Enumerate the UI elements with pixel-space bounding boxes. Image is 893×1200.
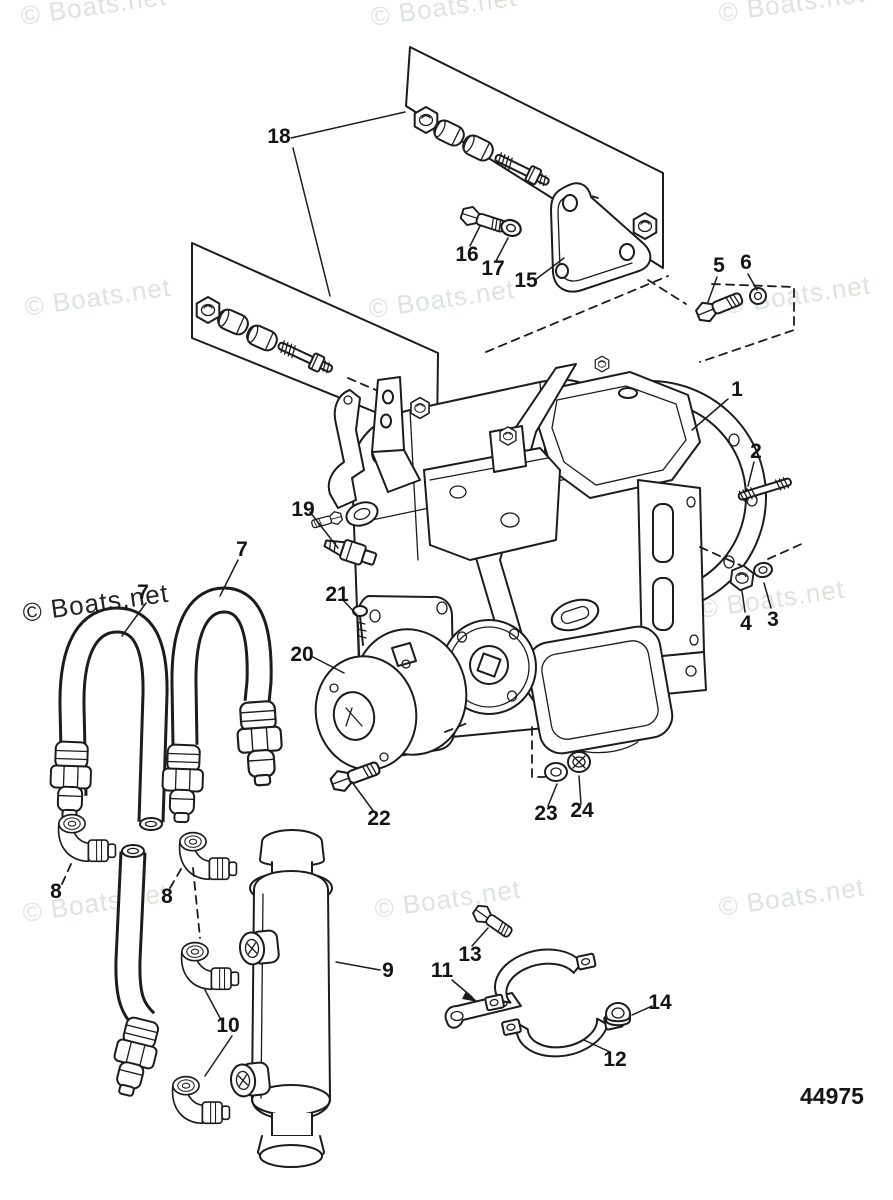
watermark: © Boats.net bbox=[369, 0, 519, 32]
washer-6 bbox=[749, 287, 767, 305]
part-callout-19: 19 bbox=[291, 498, 314, 521]
watermark: © Boats.net bbox=[19, 0, 169, 31]
part-callout-11: 11 bbox=[431, 959, 454, 982]
part-callout-1: 1 bbox=[731, 378, 743, 401]
bolt-5 bbox=[693, 287, 746, 326]
bolt-16 bbox=[458, 203, 509, 238]
elbow-10-upper bbox=[180, 941, 240, 991]
nut-14 bbox=[605, 1002, 631, 1027]
nut-24 bbox=[567, 751, 591, 773]
part-callout-23: 23 bbox=[534, 802, 557, 825]
part-callout-8: 8 bbox=[161, 885, 173, 908]
coupling-20 bbox=[314, 628, 468, 771]
part-callout-8: 8 bbox=[50, 880, 62, 903]
leader-lines bbox=[121, 111, 772, 1077]
watermark: © Boats.net bbox=[23, 272, 173, 322]
part-callout-22: 22 bbox=[367, 807, 390, 830]
part-callout-15: 15 bbox=[514, 269, 538, 292]
elbow-10-lower bbox=[171, 1075, 231, 1125]
drain-boss bbox=[550, 598, 600, 632]
part-callout-18: 18 bbox=[267, 125, 291, 148]
part-callout-24: 24 bbox=[570, 799, 594, 822]
part-callout-12: 12 bbox=[603, 1048, 626, 1071]
part-callout-4: 4 bbox=[740, 612, 752, 635]
watermark: © Boats.net bbox=[21, 878, 171, 928]
part-callout-6: 6 bbox=[740, 251, 752, 274]
watermark: © Boats.net bbox=[723, 270, 873, 320]
watermark: © Boats.net bbox=[717, 0, 867, 28]
hose-long bbox=[104, 844, 165, 1101]
washer-3 bbox=[751, 560, 775, 580]
drawing-number: 44975 bbox=[800, 1083, 864, 1109]
clamp-upper bbox=[484, 948, 597, 1012]
shift-bracket bbox=[371, 376, 430, 493]
hose-7-left bbox=[48, 606, 169, 831]
part-callout-21: 21 bbox=[325, 583, 349, 606]
oil-cooler-9 bbox=[228, 829, 333, 1168]
part-callout-14: 14 bbox=[648, 991, 672, 1014]
part-callout-20: 20 bbox=[290, 643, 313, 666]
watermark: © Boats.net bbox=[373, 874, 523, 924]
bolt-13 bbox=[469, 901, 517, 942]
part-callout-7: 7 bbox=[236, 538, 248, 561]
part-callout-10: 10 bbox=[216, 1014, 239, 1037]
part-callout-5: 5 bbox=[713, 254, 725, 277]
bracket-15 bbox=[550, 182, 652, 293]
watermark: © Boats.net bbox=[367, 274, 517, 324]
part-callout-16: 16 bbox=[455, 243, 478, 266]
elbow-8-right bbox=[178, 831, 238, 881]
top-cover bbox=[537, 355, 701, 499]
hose-7-right bbox=[160, 586, 286, 824]
construction-lines bbox=[61, 275, 807, 939]
part-callout-3: 3 bbox=[767, 608, 779, 631]
part-callout-7: 7 bbox=[137, 581, 149, 604]
part-callout-2: 2 bbox=[750, 440, 762, 463]
elbow-8-left bbox=[57, 813, 117, 863]
valve-body bbox=[423, 425, 561, 561]
part-callout-9: 9 bbox=[382, 959, 394, 982]
oil-pan bbox=[526, 625, 674, 755]
shift-lever bbox=[309, 389, 379, 532]
watermark: © Boats.net bbox=[717, 872, 867, 922]
washer-23 bbox=[544, 762, 568, 782]
part-callout-13: 13 bbox=[458, 943, 481, 966]
part-callout-17: 17 bbox=[481, 257, 504, 280]
